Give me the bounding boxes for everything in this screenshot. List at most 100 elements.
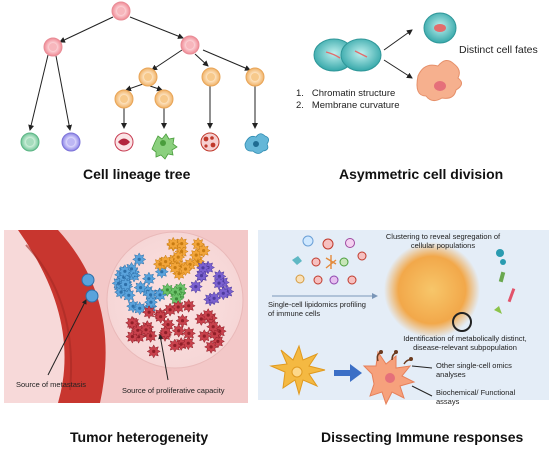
tumor-cell-nucleus [174, 297, 179, 301]
salmon-daughter-cell-icon [416, 60, 462, 102]
tumor-cell-nucleus [186, 341, 190, 345]
stem-cell-icon [111, 1, 131, 21]
tumor-cell-nucleus [131, 304, 135, 308]
tumor-cell-nucleus [171, 242, 175, 246]
tumor-cell-nucleus [194, 285, 198, 289]
tumor-cell-nucleus [176, 255, 180, 259]
tumor-cell-nucleus [124, 282, 128, 287]
asymmetric-title: Asymmetric cell division [339, 166, 504, 182]
tumor-cell-nucleus [194, 253, 198, 257]
tumor-cell-nucleus [147, 310, 151, 314]
tumor-cell-nucleus [213, 332, 217, 336]
tumor-cell-nucleus [212, 296, 216, 300]
tumor-cell-nucleus [158, 293, 162, 297]
platelet-icon [151, 133, 178, 160]
tumor-cell-nucleus [123, 269, 127, 273]
progenitor-cell-icon [138, 67, 158, 87]
tumor-cell-nucleus [164, 260, 168, 264]
immune-panel [258, 230, 549, 406]
tumor-cell-nucleus [138, 306, 142, 310]
tumor-callouts [47, 299, 169, 381]
lymphocyte-icon [61, 132, 81, 152]
tumor-cell-nucleus [159, 315, 163, 319]
tumor-cell-nucleus [196, 242, 200, 246]
tumor-cell-nucleus [177, 329, 181, 333]
tumor-cell-nucleus [144, 328, 148, 332]
immune-cell-icons [292, 235, 367, 285]
identification-label: Identification of metabolically distinct… [403, 334, 527, 352]
tumor-cell-nucleus [147, 277, 151, 281]
metastasis-label: Source of metastasis [16, 380, 87, 389]
profiling-label: Single-cell lipidomics profiling of immu… [268, 300, 366, 318]
erythrocyte-icon [114, 132, 134, 152]
progenitor-cell-icon [154, 89, 174, 109]
tumor-cell-nucleus [164, 331, 168, 335]
tumor-title: Tumor heterogeneity [70, 429, 209, 445]
tumor-cell-nucleus [139, 286, 143, 290]
tumor-cell-nucleus [166, 323, 170, 327]
activated-cell-icon [362, 350, 416, 406]
assays-label: Biochemical/ Functional assays [436, 388, 516, 406]
tumor-cell-nucleus [119, 290, 123, 294]
asymmetric-division [313, 12, 462, 102]
lineage-title: Cell lineage tree [83, 166, 191, 182]
tumor-cell-nucleus [217, 281, 221, 285]
tumor-cell-nucleus [160, 270, 164, 274]
tumor-cell-nucleus [209, 345, 213, 349]
tumor-cell-nucleus [176, 305, 180, 309]
tumor-cell-nucleus [173, 343, 177, 348]
lineage-tree [20, 1, 269, 160]
tumor-cell-nucleus [180, 319, 185, 323]
tumor-cell-nucleus [206, 313, 210, 317]
fates-label: Distinct cell fates [459, 44, 538, 56]
tumor-cell-nucleus [149, 334, 153, 338]
cluster-segments [494, 249, 516, 314]
lymphocyte-icon [20, 132, 40, 152]
tumor-cell-nucleus [211, 325, 215, 329]
teal-daughter-cell-icon [423, 12, 457, 44]
tumor-cell-nucleus [180, 249, 184, 254]
tumor-cell-nucleus [221, 291, 225, 295]
metastatic-cells [81, 273, 99, 303]
tumor-cell-nucleus [202, 334, 206, 338]
tumor-cells [111, 236, 235, 359]
tumor-cell-nucleus [180, 242, 184, 246]
tumor-cell-nucleus [130, 335, 134, 339]
immune-title: Dissecting Immune responses [321, 429, 524, 445]
tumor-cell-nucleus [136, 328, 140, 332]
tumor-cell-nucleus [196, 259, 200, 263]
cluster-cloud-icon [384, 242, 480, 338]
factor-list: 1. Chromatin structure 2. Membrane curva… [296, 88, 400, 112]
progenitor-cell-icon [43, 37, 63, 57]
tumor-cell-nucleus [127, 293, 131, 297]
tumor-cell-nucleus [165, 288, 169, 292]
tumor-cell-nucleus [152, 349, 156, 353]
tumor-cell-nucleus [201, 266, 205, 270]
tumor-cell-nucleus [149, 300, 153, 304]
arrow-icon [334, 364, 362, 382]
macrophage-icon [244, 133, 269, 154]
progenitor-cell-icon [180, 35, 200, 55]
omics-label: Other single-cell omics analyses [436, 361, 512, 379]
progenitor-cell-icon [245, 67, 265, 87]
tumor-cell-nucleus [173, 266, 177, 270]
factor-item: 2. Membrane curvature [296, 100, 400, 111]
tumor-cell-nucleus [158, 262, 162, 266]
progenitor-cell-icon [201, 67, 221, 87]
tumor-cell-nucleus [183, 267, 188, 271]
tumor-cell-nucleus [199, 274, 204, 278]
tumor-cell-nucleus [202, 249, 206, 253]
tumor-cell-nucleus [149, 293, 153, 297]
tumor-cell-nucleus [187, 331, 191, 335]
factor-item: 1. Chromatin structure [296, 88, 396, 99]
tumor-cell-nucleus [137, 257, 141, 261]
dendritic-cell-icon [269, 344, 326, 396]
blood-vessel [18, 230, 106, 403]
tumor-cell-nucleus [129, 267, 134, 271]
clustering-label: Clustering to reveal segregation of cell… [385, 232, 501, 250]
tumor-cell-nucleus [216, 339, 220, 343]
progenitor-cell-icon [114, 89, 134, 109]
tumor-cell-nucleus [177, 272, 181, 276]
granulocyte-icon [200, 132, 220, 152]
